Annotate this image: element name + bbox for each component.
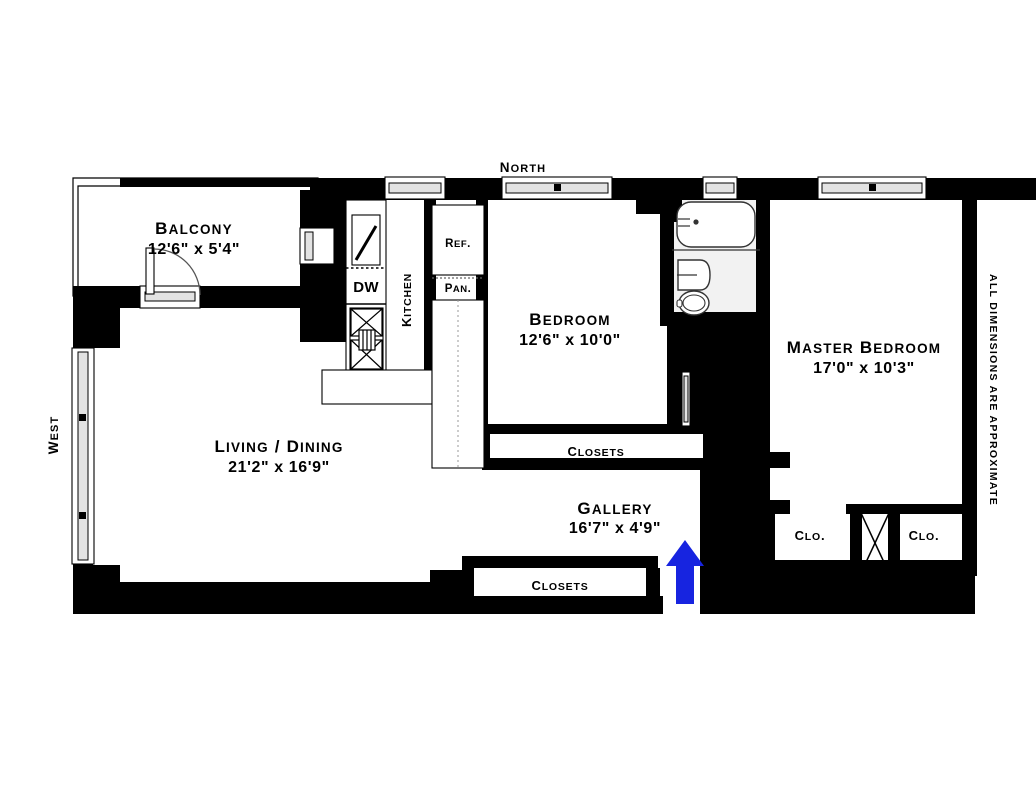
room-dim-bedroom: 12'6" x 10'0"	[519, 332, 621, 349]
window-bathroom-north	[702, 176, 738, 200]
kitchen-fittings	[321, 199, 485, 469]
appliance-label-refrigerator: REF.	[445, 238, 471, 250]
room-label-kitchen: KITCHEN	[399, 273, 414, 327]
wall-closets-right	[703, 424, 714, 470]
gallery-floor	[430, 468, 700, 568]
living-dining-floor-2	[93, 301, 430, 582]
balcony-side-opening	[299, 227, 335, 265]
appliance-label-pantry: PAN.	[445, 283, 472, 295]
wall-bath-west	[660, 196, 674, 326]
storage-label-master-closet-right: CLO.	[909, 528, 940, 543]
wall-bottom-jog	[322, 582, 414, 600]
wall-bath-south	[660, 312, 760, 326]
wall-balcony-living	[93, 286, 323, 308]
wall-master-west-upper	[756, 312, 770, 452]
kitchen-faucet-icon	[354, 225, 378, 261]
balcony-door-leaf	[145, 247, 155, 295]
window-mullion-master	[869, 184, 876, 191]
bathtub-icon	[676, 201, 756, 248]
up-arrow-icon	[666, 540, 704, 604]
wall-gcloset-right	[646, 556, 658, 608]
refrigerator-icon	[431, 204, 485, 276]
master-closet-hatch	[860, 512, 890, 574]
toilet-bowl	[682, 294, 706, 312]
wall-bath-nw-return	[636, 196, 674, 214]
appliance-label-dishwasher: DW	[353, 279, 379, 296]
room-dim-master-bedroom: 17'0" x 10'3"	[813, 360, 915, 377]
bedroom-floor	[482, 198, 667, 430]
window-kitchen-north	[384, 176, 446, 200]
north-label-rest: ORTH	[511, 163, 547, 175]
disclaimer-text: ALL DIMENSIONS ARE APPROXIMATE	[987, 274, 999, 506]
wall-gcloset-bottom	[462, 596, 658, 610]
wall-master-jog-b	[756, 500, 790, 514]
wall-right-exterior	[962, 178, 977, 576]
balcony-door-panel	[144, 291, 196, 302]
master-closet-right-floor	[893, 512, 963, 560]
wall-gcloset-top	[462, 556, 658, 568]
master-bedroom-floor-upper	[768, 198, 964, 460]
wall-closets-top	[482, 424, 714, 434]
wall-balcony-top	[120, 178, 318, 187]
bathtub-taps	[678, 218, 699, 227]
wall-kitchen-corner	[300, 296, 346, 342]
wall-master-jog-a	[756, 452, 790, 468]
window-mullion-west-upper	[79, 414, 86, 421]
entry-arrow	[666, 540, 704, 604]
gallery-closets-floor	[470, 562, 650, 600]
closet-door-panel	[683, 375, 689, 423]
storage-label-gallery-closets: CLOSETS	[531, 578, 588, 593]
wall-closet-right-top	[898, 504, 976, 514]
kitchen-counter-return	[321, 369, 433, 405]
window-living-west	[71, 347, 95, 565]
wall-closets-bottom	[482, 458, 714, 470]
room-label-bedroom: BEDROOM	[529, 310, 610, 329]
wall-entry-stub	[700, 560, 742, 572]
windows-group	[71, 176, 927, 565]
toilet-tank	[676, 299, 683, 308]
storage-label-bedroom-closets: CLOSETS	[567, 444, 624, 459]
room-label-living-dining: LIVING / DINING	[214, 437, 343, 456]
stove-burners	[350, 308, 383, 370]
room-dim-gallery: 16'7" x 4'9"	[569, 520, 661, 537]
master-closet-left-floor	[778, 512, 850, 560]
compass-west-label: WEST	[46, 416, 61, 455]
window-bedroom-north	[501, 176, 613, 200]
wall-closet-mid-right	[888, 504, 900, 600]
room-dim-living-dining: 21'2" x 16'9"	[228, 459, 330, 476]
room-label-balcony: BALCONY	[155, 219, 233, 238]
text-labels: NORTH WEST ALL DIMENSIONS ARE APPROXIMAT…	[46, 160, 999, 593]
wall-gcloset-left	[462, 556, 474, 608]
wall-closet-mid-top	[846, 504, 904, 514]
room-label-gallery: GALLERY	[577, 499, 652, 518]
bathroom-fixtures	[672, 201, 760, 316]
window-mullion-west-lower	[79, 512, 86, 519]
window-master-north	[817, 176, 927, 200]
bedroom-closets-floor	[487, 430, 709, 463]
balcony-door-swing-arc	[153, 248, 201, 296]
wall-bath-east	[756, 196, 770, 326]
window-mullion-bedroom	[554, 184, 561, 191]
balcony-door	[139, 247, 201, 309]
compass-north-label: NORTH	[500, 160, 546, 175]
wall-master-bottom	[770, 560, 975, 576]
room-label-master-bedroom: MASTER BEDROOM	[787, 338, 942, 357]
wall-closet-mid-left	[850, 504, 862, 600]
balcony-floor	[78, 186, 313, 287]
bedroom-closet-door	[681, 371, 691, 427]
west-label-rest: EST	[49, 416, 61, 441]
room-dim-balcony: 12'6" x 5'4"	[148, 241, 240, 258]
storage-label-master-closet-left: CLO.	[795, 528, 826, 543]
